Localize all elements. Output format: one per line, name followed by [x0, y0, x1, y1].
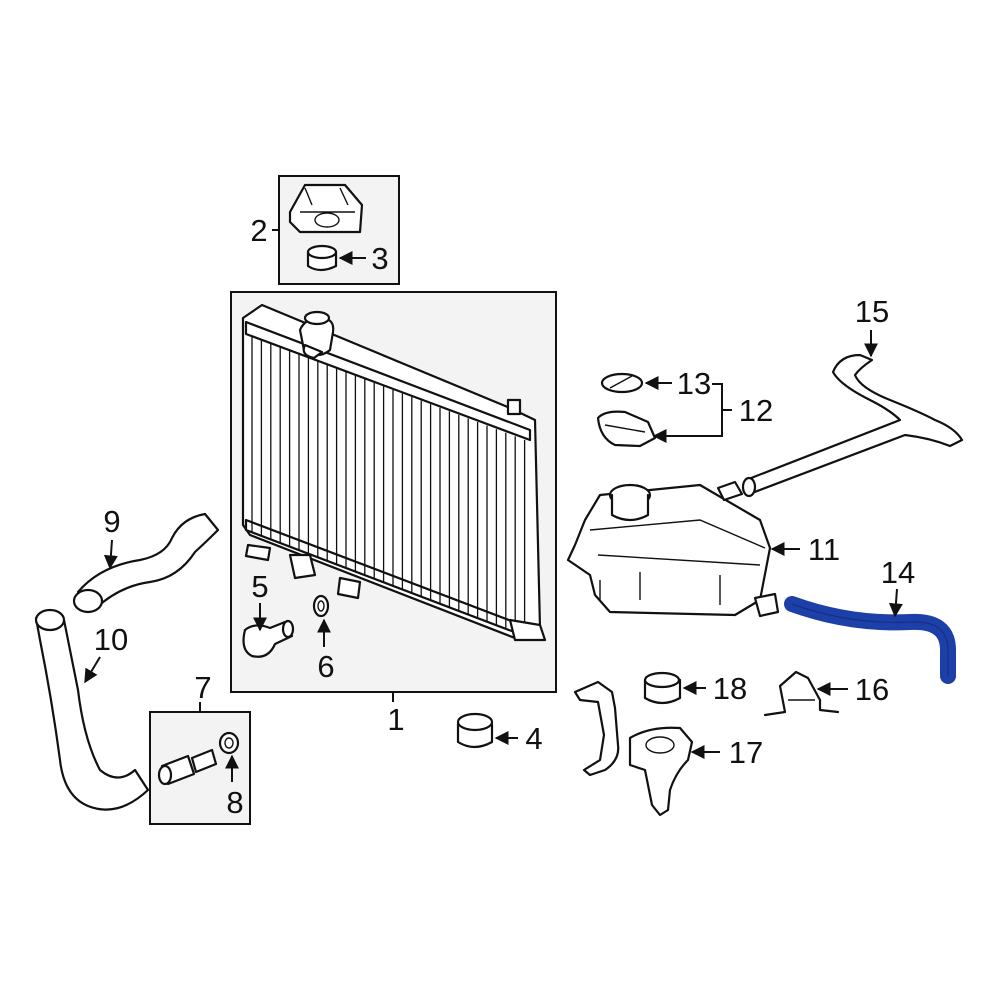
callout-labels: 1 2 3 4 5 6 7 8 9 10 11 12 13 14 15 16 1…: [94, 213, 915, 820]
mounting-bracket-part[interactable]: [573, 680, 694, 817]
callout-5: 5: [251, 569, 268, 604]
callout-8: 8: [226, 785, 243, 820]
leader-14: [888, 588, 903, 618]
callout-16: 16: [855, 672, 889, 707]
temperature-switch-part[interactable]: [157, 748, 218, 786]
callout-10: 10: [94, 622, 128, 657]
callout-6: 6: [317, 649, 334, 684]
upper-bracket-part[interactable]: [288, 183, 364, 234]
o-ring-part[interactable]: [312, 594, 330, 618]
grommet-part[interactable]: [643, 671, 682, 705]
callout-2: 2: [250, 213, 267, 248]
callout-15: 15: [855, 294, 889, 329]
tank-bracket-part[interactable]: [763, 670, 840, 717]
callout-12: 12: [739, 393, 773, 428]
callout-13: 13: [677, 366, 711, 401]
callout-18: 18: [713, 671, 747, 706]
reservoir-tank-part[interactable]: [566, 480, 780, 618]
callout-7: 7: [194, 670, 211, 705]
leader-12-bracket: [712, 383, 723, 437]
cap-gasket-part[interactable]: [600, 372, 644, 394]
callout-14: 14: [881, 555, 915, 590]
callout-9: 9: [103, 504, 120, 539]
upper-cushion-part[interactable]: [306, 244, 338, 272]
leader-9: [103, 539, 118, 570]
leader-lines: [84, 229, 903, 782]
reservoir-cap-part[interactable]: [596, 410, 657, 448]
reservoir-hose-part[interactable]: [784, 596, 956, 684]
overflow-hose-part[interactable]: [741, 353, 964, 498]
radiator-part[interactable]: [241, 303, 547, 642]
switch-washer-part[interactable]: [218, 731, 240, 755]
callout-11: 11: [808, 532, 840, 567]
leader-10: [84, 656, 101, 684]
callout-17: 17: [729, 735, 763, 770]
upper-hose-part[interactable]: [72, 512, 220, 614]
lower-hose-part[interactable]: [34, 608, 150, 811]
callout-4: 4: [525, 721, 542, 756]
callout-1: 1: [387, 702, 404, 737]
callout-3: 3: [371, 241, 388, 276]
lower-cushion-part[interactable]: [456, 712, 494, 749]
